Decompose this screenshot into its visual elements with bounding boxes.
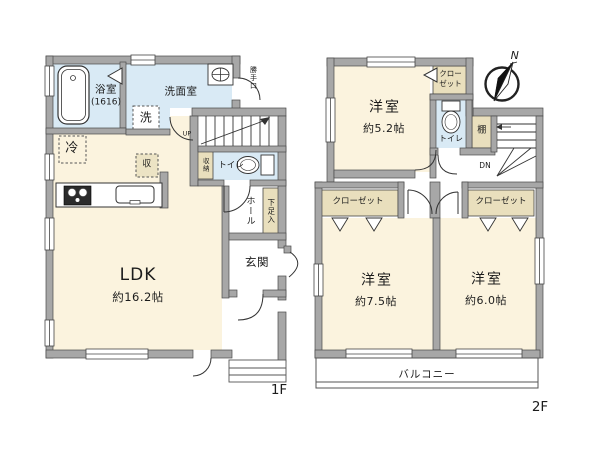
kitchen-sink-icon	[115, 185, 155, 205]
entrance-door-arc	[288, 251, 299, 278]
stairs-up-arrow	[260, 117, 270, 125]
toilet1f-label: トイレ	[218, 160, 244, 171]
f2-room-fills	[319, 64, 536, 350]
hall-label: ホール	[244, 196, 255, 226]
f2-fixtures	[331, 100, 537, 232]
closet-hanger-icons	[331, 217, 529, 232]
bath-folding-door-icon	[106, 67, 123, 85]
stairs-up-label: UP	[182, 129, 192, 138]
porch-door-arc	[237, 293, 264, 321]
washroom-label: 洗面室	[164, 85, 198, 98]
porch-steps	[228, 359, 287, 383]
ldk-exterior-door-arc	[192, 357, 212, 377]
washroom-door-arc	[169, 116, 194, 141]
exterior-structures	[228, 357, 539, 389]
f2-closet-right	[467, 189, 535, 217]
bath-label: 浴室	[95, 83, 117, 96]
room52-size-label: 約5.2帖	[363, 122, 405, 136]
f1-ldk-room	[53, 116, 222, 350]
storage-label: 収	[142, 159, 152, 170]
windows	[44, 54, 545, 360]
stove-icon	[63, 185, 92, 206]
bathtub-icon	[57, 65, 90, 125]
room52-label: 洋室	[369, 99, 401, 116]
storage-box	[135, 153, 159, 178]
room60-size-label: 約6.0帖	[465, 294, 507, 308]
storage-closet-label: 収納	[201, 157, 210, 173]
closet-right-label: クローゼット	[475, 196, 527, 207]
toilet2f-label: トイレ	[439, 133, 463, 143]
entrance-label: 玄関	[245, 254, 269, 269]
washroom-sink-icon	[207, 63, 234, 86]
ldk-size-label: 約16.2帖	[112, 289, 164, 304]
stairs-2f	[496, 123, 537, 177]
back-door-label: 勝手口	[249, 66, 258, 90]
floor2-label: 2F	[531, 398, 549, 415]
balcony-label: バルコニー	[398, 368, 456, 381]
shelf-label: 棚	[477, 125, 487, 136]
compass-icon	[484, 61, 520, 102]
closet-top-label-line1: クロー	[439, 69, 462, 79]
room60-label: 洋室	[471, 271, 503, 288]
closet-left-label: クローゼット	[332, 196, 384, 207]
toilet-icon-1f	[236, 154, 275, 176]
shoe-box-label: 下足入	[266, 198, 276, 224]
back-door-arc	[237, 77, 261, 101]
entrance-door-leaf	[283, 245, 292, 254]
f2-room-52	[334, 64, 430, 172]
stairs-down-label: DN	[479, 161, 491, 171]
toilet2f-door-arc	[437, 154, 458, 175]
toilet-icon-2f	[441, 100, 461, 134]
room75-label: 洋室	[361, 272, 393, 289]
stairs-down-arrow	[496, 124, 502, 130]
stairs-1f	[200, 116, 270, 146]
f1-fixtures	[55, 63, 275, 208]
washer-label: 洗	[139, 110, 153, 125]
room60-door-arc	[435, 191, 459, 215]
compass-north-label: N	[510, 49, 520, 63]
closet-folding-door-icon	[422, 67, 438, 83]
refrigerator-box	[58, 135, 87, 164]
balcony	[315, 357, 539, 389]
f2-room-60	[440, 218, 536, 350]
ldk-label: LDK	[119, 265, 157, 286]
floor1-label: 1F	[270, 381, 288, 398]
doors	[106, 67, 459, 377]
room52-door-arc	[414, 149, 437, 171]
hall-door-arc	[223, 185, 251, 213]
f2-room-75	[322, 218, 433, 350]
room75-size-label: 約7.5帖	[355, 295, 397, 309]
room75-door-arc	[407, 189, 433, 215]
closet-top-label-line2: ゼット	[439, 79, 462, 89]
bath-size-label: (1616)	[91, 97, 121, 108]
kitchen-counter	[55, 182, 163, 208]
fridge-label: 冷	[65, 141, 79, 157]
